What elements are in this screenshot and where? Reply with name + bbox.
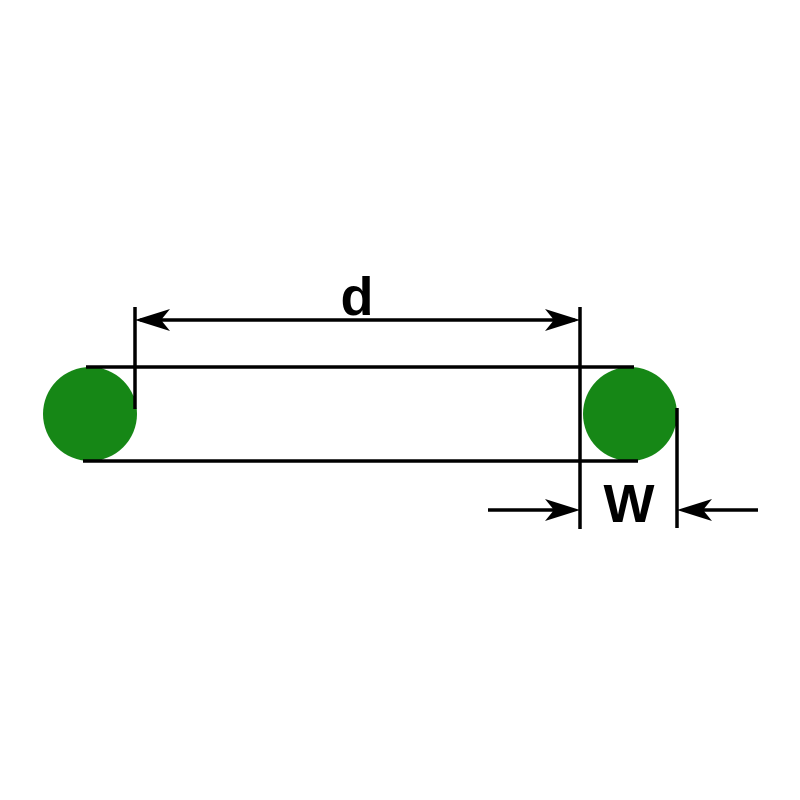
w-arrowhead-left [545, 499, 580, 521]
d-dimension-label: d [341, 267, 374, 327]
right-ring-cross-section [583, 367, 677, 461]
w-arrowhead-right [677, 499, 712, 521]
d-arrowhead-left [135, 309, 170, 331]
left-ring-cross-section [43, 367, 137, 461]
d-arrowhead-right [545, 309, 580, 331]
w-dimension-label: W [604, 474, 655, 534]
